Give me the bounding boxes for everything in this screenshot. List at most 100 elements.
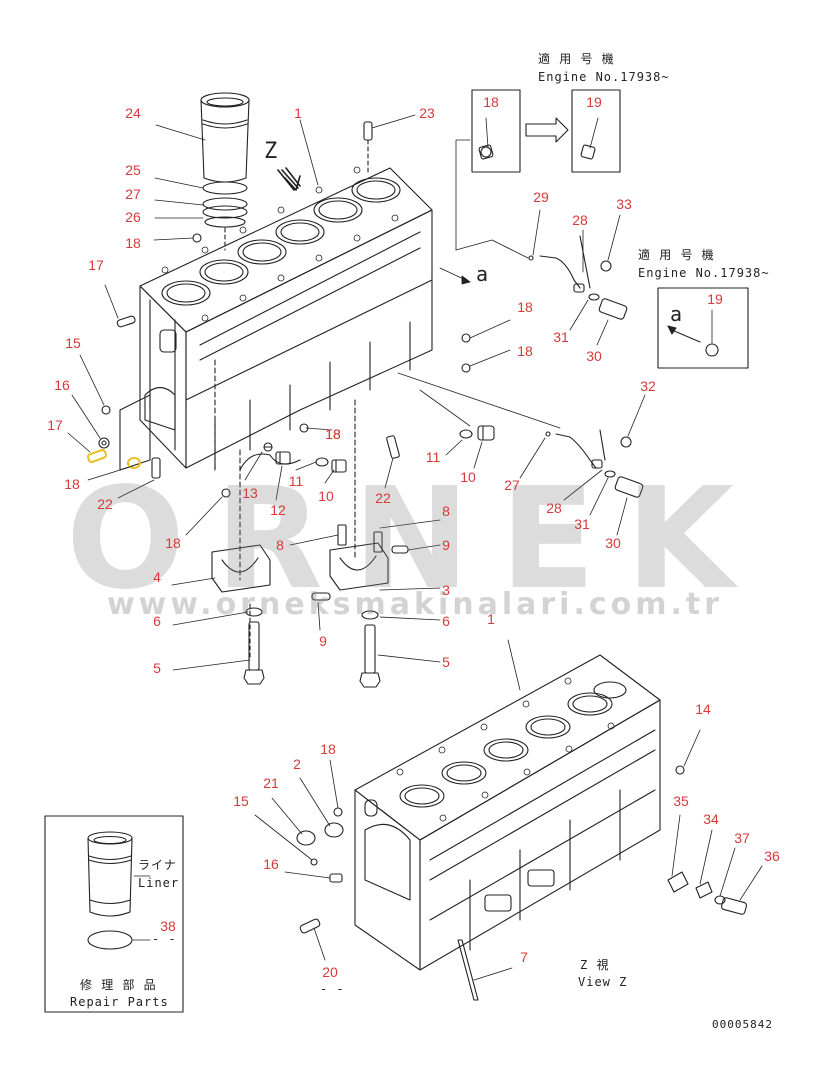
view-z-label-jp: Z 視 <box>580 958 610 972</box>
repair-parts-label-en: Repair Parts <box>70 995 169 1009</box>
applicable-label-right: 適 用 号 機 <box>638 248 715 262</box>
part-number: 15 <box>233 793 249 809</box>
part-number: 32 <box>640 378 656 394</box>
dowel-22-right <box>386 435 400 459</box>
engine-no-box-arrow <box>525 117 569 143</box>
part-number: 21 <box>263 775 279 791</box>
view-z-label-en: View Z <box>578 975 628 989</box>
pipe-27-assembly <box>545 429 644 498</box>
part-number: 16 <box>263 856 279 872</box>
view-a-letter-box: a <box>670 302 683 326</box>
part-number: 18 <box>483 94 499 110</box>
part-number: 22 <box>97 496 113 512</box>
dowel-22-left <box>151 457 161 479</box>
part-number: 18 <box>517 343 533 359</box>
view-a-letter-main: a <box>476 262 489 286</box>
part-number: 27 <box>125 186 141 202</box>
part-number: 18 <box>165 535 181 551</box>
part-number: 22 <box>375 490 391 506</box>
part-number: 36 <box>764 848 780 864</box>
engine-no-box-left <box>471 89 521 173</box>
plug-10-mid <box>331 459 347 473</box>
engine-number-top: Engine No.17938~ <box>538 70 670 84</box>
part-number: 5 <box>442 654 450 670</box>
repair-parts-label-jp: 修 理 部 品 <box>80 978 157 992</box>
part-number: 2 <box>293 756 301 772</box>
part-number: 11 <box>425 449 441 465</box>
part-number: 1 <box>487 611 495 627</box>
view-z-letter: Z <box>264 139 278 164</box>
repair-parts-box <box>44 815 184 1013</box>
plug-lower-set <box>296 765 748 1001</box>
cylinder-block-upper <box>119 166 433 581</box>
applicable-label-top: 適 用 号 機 <box>538 52 615 66</box>
part-number: 17 <box>47 417 63 433</box>
dowel-23-part <box>363 121 373 173</box>
part-number: 25 <box>125 162 141 178</box>
view-a-box <box>657 287 749 369</box>
drawing-number: 00005842 <box>712 1018 773 1031</box>
part-number: 30 <box>605 535 621 551</box>
part-number: 9 <box>319 633 327 649</box>
leader-lines-lower <box>254 639 763 981</box>
part-number: 19 <box>707 291 723 307</box>
part-number: 23 <box>419 105 435 121</box>
part-number: 18 <box>325 426 341 442</box>
part-number: 30 <box>586 348 602 364</box>
pin-17-upper <box>116 315 136 328</box>
plug-15-upper <box>101 405 111 415</box>
cylinder-block-lower <box>354 654 661 971</box>
part-number: 14 <box>695 701 711 717</box>
part-number: 6 <box>153 613 161 629</box>
main-cap-4 <box>211 544 271 685</box>
part-number: 5 <box>153 660 161 676</box>
watermark-brand: ORNEK <box>65 458 765 621</box>
pin-17-lower <box>87 449 141 469</box>
plug-10-left <box>275 451 291 465</box>
plug-16-upper <box>98 437 110 449</box>
liner-label-jp: ライナ <box>138 858 177 872</box>
plug-10-right <box>459 425 495 441</box>
part-number: 17 <box>88 257 104 273</box>
view-z-arrow <box>277 167 301 191</box>
part-number: 16 <box>54 377 70 393</box>
part-number: 35 <box>673 793 689 809</box>
watermark-url: www.orneksmakinalari.com.tr <box>106 587 724 622</box>
part-number: 31 <box>553 329 569 345</box>
part-number: 20 <box>322 964 338 980</box>
part-number: 28 <box>572 212 588 228</box>
part-number: 37 <box>734 830 750 846</box>
part-number: 24 <box>125 105 141 121</box>
dash-20: - - <box>320 982 345 996</box>
part-number: 13 <box>242 485 258 501</box>
part-number: 38 <box>160 918 176 934</box>
part-number: 27 <box>504 477 520 493</box>
part-number: 3 <box>442 582 450 598</box>
part-number: 18 <box>325 426 341 442</box>
part-number: 6 <box>442 613 450 629</box>
part-number: 11 <box>288 473 304 489</box>
dash-38: - - <box>152 932 177 946</box>
plug-13 <box>263 442 273 452</box>
part-number: 19 <box>586 94 602 110</box>
part-number: 8 <box>276 537 284 553</box>
part-number: 8 <box>442 503 450 519</box>
engine-number-right: Engine No.17938~ <box>638 266 770 280</box>
part-number: 28 <box>546 500 562 516</box>
part-number: 29 <box>533 189 549 205</box>
part-number: 4 <box>153 569 161 585</box>
part-number: 18 <box>64 476 80 492</box>
part-number: 18 <box>320 741 336 757</box>
part-number: 10 <box>460 469 476 485</box>
cylinder-liner-part <box>200 92 250 251</box>
part-number: 31 <box>574 516 590 532</box>
part-number: 1 <box>294 105 302 121</box>
part-number: 9 <box>442 537 450 553</box>
liner-label-en: Liner <box>138 876 180 890</box>
part-number: 15 <box>65 335 81 351</box>
pipe-29-assembly <box>528 235 628 320</box>
part-number: 18 <box>125 235 141 251</box>
leader-lines <box>67 114 646 671</box>
